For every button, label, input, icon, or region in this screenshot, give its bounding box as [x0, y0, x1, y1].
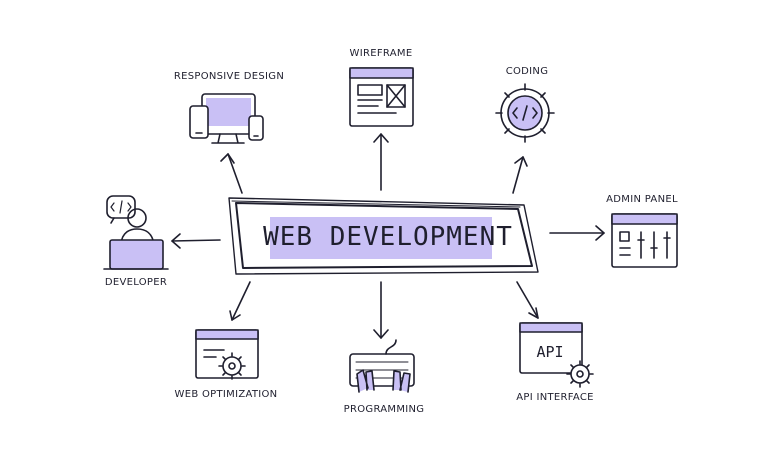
central-title: WEB DEVELOPMENT: [263, 222, 513, 252]
central-highlight: [270, 217, 492, 259]
label-developer: DEVELOPER: [104, 277, 168, 288]
devices-icon: [189, 93, 264, 144]
label-web-optimization: WEB OPTIMIZATION: [174, 389, 278, 400]
label-programming: PROGRAMMING: [343, 404, 425, 415]
keyboard-hands-icon: [349, 339, 415, 393]
arrow-coding: [512, 156, 524, 194]
arrow-responsive: [227, 153, 243, 194]
api-window-gear-icon: [519, 322, 594, 388]
browser-gear-icon: [195, 329, 259, 380]
api-screen-text: API: [536, 343, 564, 361]
central-box: [228, 197, 539, 275]
arrow-developer: [171, 239, 221, 242]
label-wireframe: WIREFRAME: [349, 48, 413, 59]
label-responsive-design: RESPONSIVE DESIGN: [173, 71, 285, 82]
label-coding: CODING: [505, 66, 549, 77]
arrow-optimization: [231, 281, 251, 321]
arrows: [171, 133, 605, 339]
gear-code-icon: [495, 83, 555, 143]
wireframe-icon: [349, 67, 414, 127]
admin-panel-icon: [611, 213, 678, 268]
arrow-api: [516, 281, 539, 319]
label-admin-panel: ADMIN PANEL: [606, 194, 678, 205]
developer-icon: [103, 195, 169, 270]
label-api-interface: API INTERFACE: [516, 392, 594, 403]
